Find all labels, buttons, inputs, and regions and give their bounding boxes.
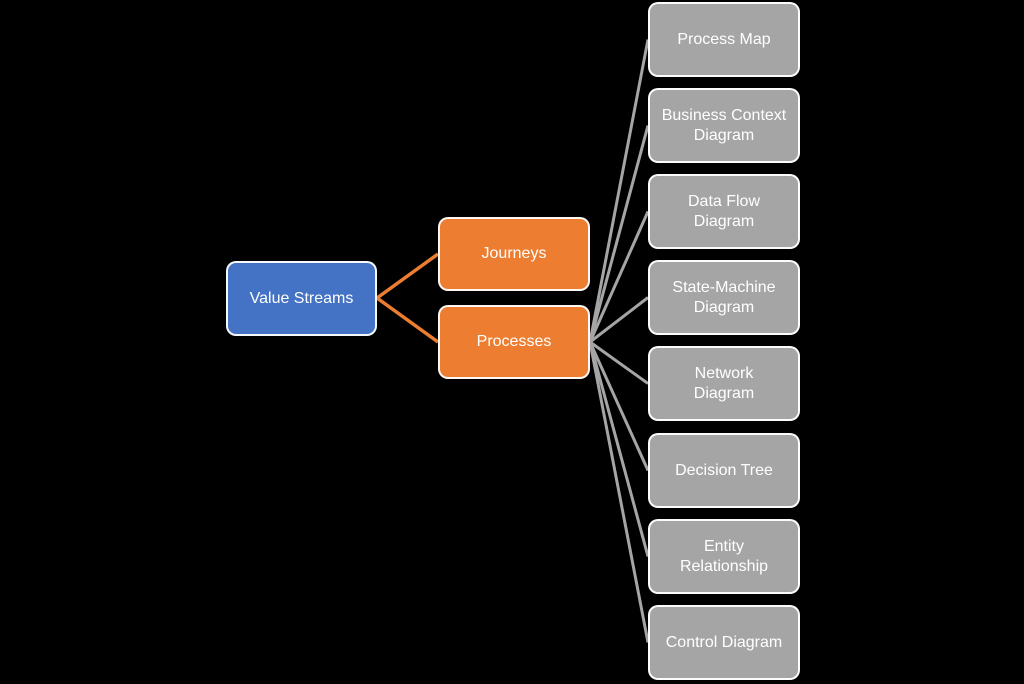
node-processes: Processes — [438, 305, 590, 379]
node-control-diagram-label: Control Diagram — [665, 633, 783, 651]
connector-processes-control-diagram — [588, 341, 650, 643]
node-process-map-label: Process Map — [677, 30, 771, 48]
connector-processes-decision-tree — [588, 341, 650, 472]
node-state-machine-diagram-label: State-Machine Diagram — [672, 278, 776, 316]
node-value-streams-label: Value Streams — [249, 289, 354, 307]
node-network-diagram-label: Network Diagram — [693, 364, 755, 402]
connector-processes-data-flow-diagram — [588, 210, 650, 343]
node-value-streams: Value Streams — [226, 261, 377, 336]
node-state-machine-diagram: State-Machine Diagram — [648, 260, 800, 335]
node-business-context-diagram: Business Context Diagram — [648, 88, 800, 163]
connector-processes-entity-relationship — [588, 341, 650, 557]
node-process-map: Process Map — [648, 2, 800, 77]
node-control-diagram: Control Diagram — [648, 605, 800, 680]
node-data-flow-diagram: Data Flow Diagram — [648, 174, 800, 249]
node-network-diagram: Network Diagram — [648, 346, 800, 421]
node-entity-relationship: Entity Relationship — [648, 519, 800, 594]
node-business-context-diagram-label: Business Context Diagram — [661, 106, 787, 144]
connector-processes-process-map — [588, 39, 650, 343]
node-data-flow-diagram-label: Data Flow Diagram — [687, 192, 761, 230]
node-processes-label: Processes — [476, 333, 552, 350]
connector-value-streams-processes — [375, 296, 440, 344]
node-journeys: Journeys — [438, 217, 590, 291]
node-entity-relationship-label: Entity Relationship — [679, 537, 769, 575]
connector-processes-business-context-diagram — [588, 125, 650, 343]
node-decision-tree: Decision Tree — [648, 433, 800, 508]
connector-processes-network-diagram — [589, 340, 649, 385]
connector-value-streams-journeys — [375, 252, 440, 300]
connector-processes-state-machine-diagram — [589, 296, 649, 344]
node-decision-tree-label: Decision Tree — [675, 461, 773, 479]
node-journeys-label: Journeys — [481, 245, 547, 262]
